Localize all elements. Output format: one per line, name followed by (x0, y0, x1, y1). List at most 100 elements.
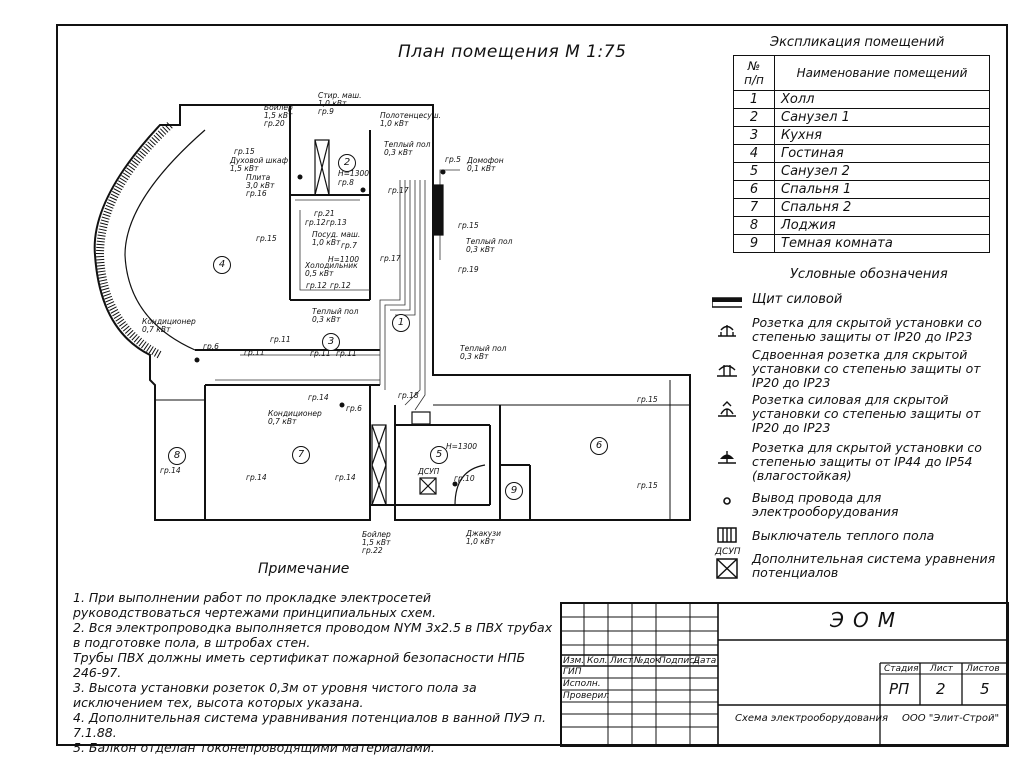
label-gr11d: гр.11 (336, 349, 357, 358)
label-gr19: гр.19 (458, 265, 479, 274)
label-gr15d: гр.15 (637, 395, 658, 404)
tb-sheets: 5 (980, 680, 990, 698)
row-name: Лоджия (774, 216, 990, 235)
label-dryer: Полотенцесуш. 1,0 кВт (380, 111, 442, 128)
wire-outlet-icon (723, 497, 731, 505)
tb-row-ispoln: Исполн. (563, 679, 601, 689)
label-gr13: гр.13 (326, 218, 347, 227)
label-gr14c: гр.14 (246, 473, 267, 482)
notes-title: Примечание (258, 561, 350, 577)
waterproof-socket-icon (718, 451, 736, 464)
floor-heating-switch-icon (717, 527, 737, 543)
label-gr11c: гр.11 (310, 349, 331, 358)
tb-col-date: Дата (693, 656, 717, 666)
label-intercom: Домофон 0,1 кВт (467, 156, 504, 173)
label-heat1: Теплый пол 0,3 кВт (384, 140, 431, 157)
label-gr12a: гр.12 (305, 218, 326, 227)
tb-doc-name: Схема электрооборудования (735, 713, 889, 724)
row-name: Гостиная (774, 144, 990, 163)
tb-row-proveril: Проверил (563, 691, 610, 701)
label-gr12b: гр.12 (306, 281, 327, 290)
wall-arc (95, 122, 173, 359)
label-gr8: гр.8 (338, 178, 354, 187)
tb-stage-label: Стадия (884, 664, 919, 674)
tb-col-sign: Подпись (659, 656, 700, 666)
row-name: Спальня 2 (774, 198, 990, 217)
label-gr15e: гр.15 (637, 481, 658, 490)
label-gr6a: гр.6 (203, 342, 219, 351)
notes-block: 1. При выполнении работ по прокладке эле… (73, 590, 553, 755)
tb-col-list: Лист (610, 656, 633, 666)
label-gr15c: гр.15 (458, 221, 479, 230)
note-item: 2. Вся электропроводка выполняется прово… (73, 620, 553, 650)
label-gr11b: гр.11 (270, 335, 291, 344)
tb-sheets-label: Листов (966, 664, 1000, 674)
legend-title: Условные обозначения (790, 267, 948, 282)
socket-icon (718, 325, 736, 337)
potential-equalization-icon (716, 558, 738, 579)
label-gr6b: гр.6 (346, 404, 362, 413)
tb-col-ndok: №док (634, 656, 661, 666)
room-number-5: 5 (430, 446, 448, 464)
tb-sheet-label: Лист (930, 664, 953, 674)
legend-item-power-socket: Розетка силовая для скрытой установки со… (752, 392, 981, 435)
label-boiler1: Бойлер 1,5 кВт гр.20 (264, 103, 293, 128)
wall-inner-loop (124, 129, 206, 351)
room-number-6: 6 (590, 437, 608, 455)
legend-item-floor-heating-switch: Выключатель теплого пола (752, 528, 935, 543)
label-cond1: Кондиционер 0,7 кВт (142, 317, 196, 334)
label-gr21: гр.21 (314, 209, 335, 218)
label-boiler2: Бойлер 1,5 кВт гр.22 (362, 530, 391, 555)
room-number-4: 4 (213, 256, 231, 274)
legend-item-double-socket: Сдвоенная розетка для скрытой установки … (752, 347, 981, 390)
room-number-1: 1 (392, 314, 410, 332)
tb-col-kol: Кол. (587, 656, 608, 666)
dsup-symbol-label: ДСУП (715, 547, 741, 557)
label-gr15b: гр.15 (256, 234, 277, 243)
row-number: 9 (733, 234, 775, 253)
label-gr10: гр.10 (454, 474, 475, 483)
label-h1300b: H=1300 (446, 442, 478, 451)
label-jacuzzi: Джакузи 1,0 кВт (466, 529, 502, 546)
power-panel-icon (712, 297, 742, 308)
room-number-8: 8 (168, 447, 186, 465)
label-gr17b: гр.17 (380, 254, 401, 263)
note-item: 1. При выполнении работ по прокладке эле… (73, 590, 436, 620)
legend-item-potential-equalization: Дополнительная система уравнения потенци… (752, 551, 996, 580)
note-item: 3. Высота установки розеток 0,3м от уров… (73, 680, 477, 710)
note-item: Трубы ПВХ должны иметь сертификат пожарн… (73, 650, 526, 680)
header-room-name: Наименование помещений (774, 55, 990, 91)
explication-title: Экспликация помещений (770, 35, 945, 50)
note-item: 4. Дополнительная система уравнивания по… (73, 710, 547, 740)
room-number-2: 2 (338, 154, 356, 172)
drawing-title: План помещения М 1:75 (398, 42, 627, 62)
room-number-3: 3 (322, 333, 340, 351)
label-gr15a: гр.15 (234, 147, 255, 156)
label-gr18: гр.18 (398, 391, 419, 400)
title-block-code: ЭОМ (830, 608, 904, 632)
label-stove: Плита 3,0 кВт гр.16 (246, 173, 275, 198)
legend-item-socket: Розетка для скрытой установки со степень… (752, 315, 982, 344)
row-name: Санузел 1 (774, 108, 990, 127)
label-oven: Духовой шкаф 1,5 кВт (230, 156, 288, 173)
label-washer: Стир. маш. 1,0 кВт гр.9 (318, 91, 362, 116)
tb-row-gip: ГИП (563, 667, 582, 677)
legend-item-waterproof-socket: Розетка для скрытой установки со степень… (752, 440, 982, 483)
label-gr7: гр.7 (341, 241, 357, 250)
label-h1100: H=1100 (328, 255, 360, 264)
label-fridge: Холодильник 0,5 кВт (305, 261, 358, 278)
label-h1300a: H=1300 (338, 169, 370, 178)
label-gr11a: гр.11 (244, 348, 265, 357)
tb-sheet: 2 (936, 680, 946, 698)
label-gr14d: гр.14 (335, 473, 356, 482)
